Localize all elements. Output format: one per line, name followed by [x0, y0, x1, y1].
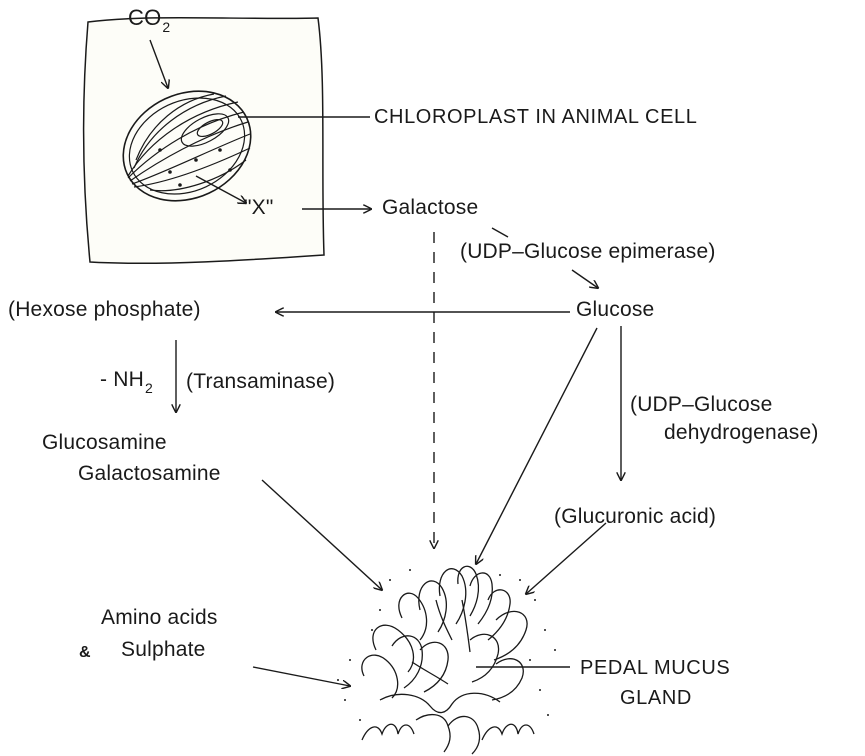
- animal-cell-outline: [84, 18, 324, 264]
- gland-stipple: [337, 569, 556, 721]
- chloroplast-label: CHLOROPLAST IN ANIMAL CELL: [374, 105, 697, 129]
- co2-label: CO2: [128, 6, 170, 32]
- glucosamine-to-gland-arrow: [262, 480, 382, 590]
- glucuronic-to-gland-arrow: [526, 523, 606, 594]
- nh2-subscript: 2: [145, 380, 153, 396]
- nh2-label: - NH2: [100, 368, 153, 393]
- co2-base-text: CO: [128, 5, 161, 30]
- glucosamine-label: Glucosamine: [42, 431, 167, 455]
- galactosamine-label: Galactosamine: [78, 462, 221, 486]
- epimerase-label: (UDP–Glucose epimerase): [460, 240, 716, 264]
- epimerase-tick: [492, 228, 508, 237]
- transaminase-label: (Transaminase): [186, 370, 335, 394]
- x-product-label: "X": [244, 196, 274, 220]
- dehydrogenase-line1: (UDP–Glucose: [630, 393, 772, 417]
- glucose-label: Glucose: [576, 298, 654, 322]
- amino-acids-label: Amino acids: [101, 606, 218, 630]
- pedal-gland-line2: GLAND: [620, 686, 692, 710]
- dehydrogenase-line2: dehydrogenase): [664, 421, 819, 445]
- pedal-mucus-gland-drawing: [362, 566, 534, 754]
- hexose-phosphate-label: (Hexose phosphate): [8, 298, 201, 322]
- amino-acids-to-gland-arrow: [253, 667, 350, 686]
- glucuronic-acid-label: (Glucuronic acid): [554, 505, 716, 529]
- epimerase-to-glucose-arrow: [572, 270, 598, 288]
- nh2-base-text: - NH: [100, 368, 144, 391]
- pedal-gland-line1: PEDAL MUCUS: [580, 656, 730, 680]
- ampersand-label: &: [79, 641, 91, 665]
- galactose-label: Galactose: [382, 196, 478, 220]
- sulphate-label: Sulphate: [121, 638, 206, 662]
- co2-subscript: 2: [162, 19, 170, 35]
